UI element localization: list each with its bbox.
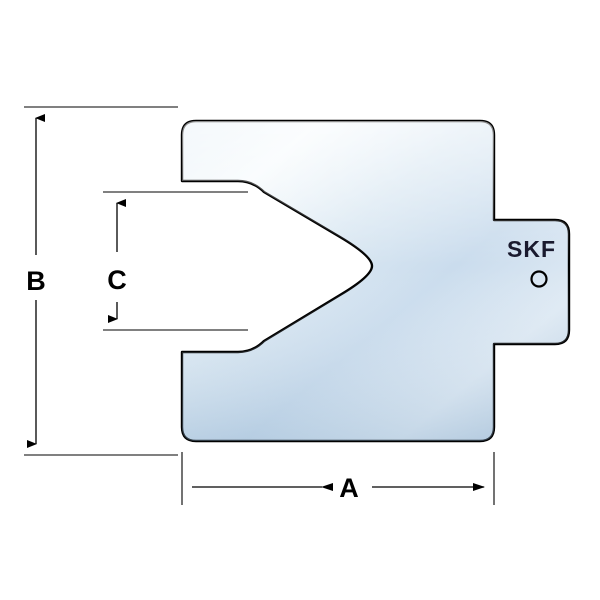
dimension-a: A — [181, 452, 495, 505]
dimension-a-label: A — [339, 473, 359, 503]
dimension-c-label: C — [107, 265, 127, 295]
shim-plate-shape — [180, 119, 571, 443]
brand-text: SKF — [507, 236, 556, 262]
dimension-c: C — [103, 191, 248, 331]
mounting-hole-icon — [530, 270, 548, 288]
dimension-b: B — [24, 106, 178, 456]
dimension-b-label: B — [26, 266, 46, 296]
